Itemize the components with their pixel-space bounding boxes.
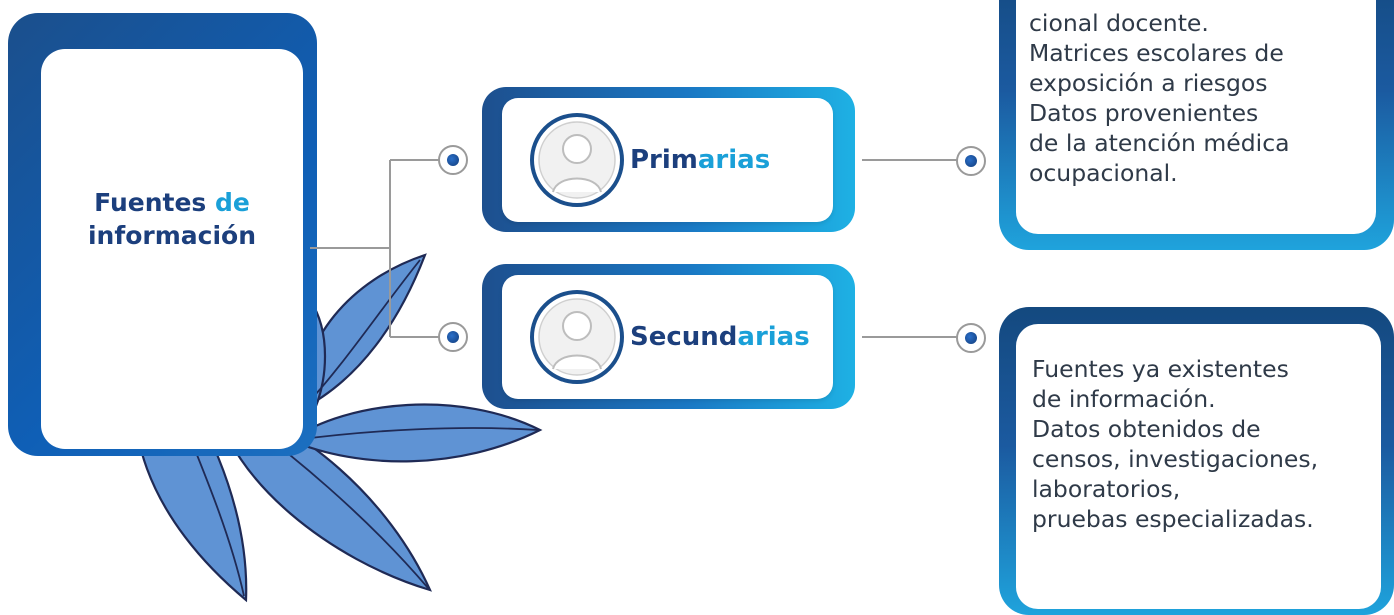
primary-info-inner <box>1016 0 1376 234</box>
title-word-informacion: información <box>87 221 257 250</box>
secondary-info-inner <box>1016 324 1381 609</box>
connector-dot-primarias-right <box>956 146 986 176</box>
label-part: arias <box>737 322 810 352</box>
connector-dot-secundarias-left <box>438 322 468 352</box>
category-card-inner: Secundarias <box>502 275 833 399</box>
secondary-info-card: Fuentes ya existentes de información. Da… <box>999 307 1394 615</box>
person-avatar-icon <box>530 113 624 207</box>
secondary-info-text: Fuentes ya existentes de información. Da… <box>1032 354 1318 534</box>
label-part: Secund <box>630 322 738 352</box>
label-part: arias <box>697 145 771 175</box>
main-topic-inner <box>41 49 303 449</box>
info-line: pruebas especializadas. <box>1032 505 1314 533</box>
category-label-secundarias: Secundarias <box>630 321 810 353</box>
info-line: censos, investigaciones, <box>1032 445 1319 473</box>
info-line: de la atención médica <box>1029 129 1290 157</box>
connector-dot-secundarias-right <box>956 323 986 353</box>
label-part: Prim <box>630 145 698 175</box>
info-line: ocupacional. <box>1029 159 1178 187</box>
info-line: de información. <box>1032 385 1216 413</box>
main-topic-title: Fuentes de información <box>48 186 296 252</box>
connector-dot-primarias-left <box>438 145 468 175</box>
person-avatar-icon <box>530 290 624 384</box>
category-card-secundarias: Secundarias <box>482 264 855 409</box>
category-card-primarias: Primarias <box>482 87 855 232</box>
info-line: Datos provenientes <box>1029 99 1259 127</box>
info-line: cional docente. <box>1029 9 1209 37</box>
info-line: exposición a riesgos <box>1029 69 1268 97</box>
info-line: Matrices escolares de <box>1029 39 1284 67</box>
category-card-inner: Primarias <box>502 98 833 222</box>
category-label-primarias: Primarias <box>630 144 770 176</box>
info-line: Fuentes ya existentes <box>1032 355 1289 383</box>
title-word-fuentes: Fuentes <box>94 188 207 217</box>
info-line: Datos obtenidos de <box>1032 415 1261 443</box>
info-line: laboratorios, <box>1032 475 1181 503</box>
main-topic-card: Fuentes de información <box>8 13 317 456</box>
primary-info-text: cional docente. Matrices escolares de ex… <box>1029 8 1290 188</box>
title-word-de: de <box>215 188 250 217</box>
primary-info-card: cional docente. Matrices escolares de ex… <box>999 0 1394 250</box>
